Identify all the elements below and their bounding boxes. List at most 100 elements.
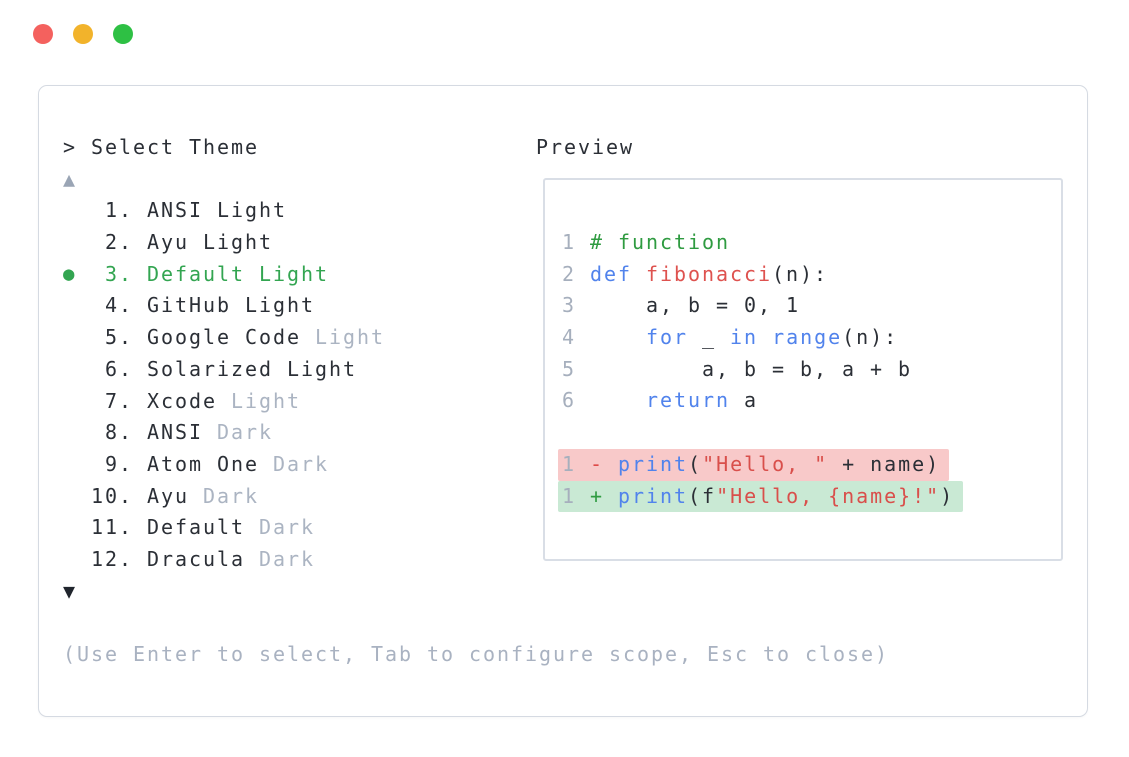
- zoom-window-icon[interactable]: [113, 24, 133, 44]
- code-token: _: [688, 325, 731, 350]
- selected-indicator: [63, 322, 91, 354]
- theme-picker-header: > Select Theme: [63, 132, 889, 164]
- code-token: [590, 325, 646, 349]
- theme-variant: Light: [203, 230, 274, 255]
- line-number: 1: [562, 483, 577, 508]
- code-token: [604, 452, 618, 476]
- code-token: in: [730, 325, 759, 350]
- selected-indicator: [63, 386, 91, 418]
- blank-line: [562, 417, 1061, 449]
- code-token: (n):: [842, 325, 899, 350]
- theme-variant: Dark: [273, 451, 330, 476]
- selected-indicator: [63, 449, 91, 481]
- code-token: fibonacci: [646, 261, 773, 286]
- selected-indicator: [63, 481, 91, 513]
- code-token: a, b = 0, 1: [590, 293, 801, 318]
- scroll-up-icon[interactable]: ▲: [63, 166, 78, 191]
- scroll-down-icon[interactable]: ▼: [63, 578, 78, 603]
- code-token: (f: [688, 483, 717, 508]
- code-token: [590, 388, 646, 412]
- prompt-chevron: >: [63, 135, 78, 159]
- theme-name: Ayu: [147, 483, 190, 508]
- code-line: 4 for _ in range(n):: [562, 322, 1061, 354]
- help-hint: (Use Enter to select, Tab to configure s…: [63, 642, 890, 666]
- code-token: -: [590, 451, 605, 476]
- code-line: 6 return a: [562, 385, 1061, 417]
- theme-variant: Dark: [259, 515, 316, 540]
- code-token: range: [772, 325, 843, 350]
- theme-name: Xcode: [147, 388, 218, 413]
- theme-name: ANSI: [147, 198, 204, 223]
- theme-name: Solarized: [147, 356, 274, 381]
- line-number: 5: [562, 356, 577, 381]
- selected-indicator: [63, 512, 91, 544]
- diff-line-added: 1 + print(f"Hello, {name}!"): [558, 480, 1061, 513]
- code-line: 5 a, b = b, a + b: [562, 354, 1061, 386]
- code-token: [632, 262, 646, 286]
- window-controls: [33, 24, 133, 44]
- selected-indicator: [63, 417, 91, 449]
- theme-variant: Dark: [217, 420, 274, 445]
- code-token: return: [646, 388, 731, 413]
- theme-variant: Light: [259, 261, 330, 286]
- preview-title: Preview: [536, 135, 635, 159]
- theme-variant: Dark: [259, 546, 316, 571]
- theme-variant: Light: [231, 388, 302, 413]
- page-title: Select Theme: [91, 135, 260, 159]
- theme-name: Google Code: [147, 325, 302, 350]
- line-number: 6: [562, 388, 577, 413]
- theme-name: Ayu: [147, 230, 190, 255]
- selected-indicator: [63, 195, 91, 227]
- selected-indicator: [63, 227, 91, 259]
- code-token: ): [940, 483, 955, 508]
- code-token: + name): [828, 451, 941, 476]
- code-token: +: [590, 483, 605, 508]
- code-token: (n):: [772, 261, 829, 286]
- theme-name: ANSI: [147, 420, 204, 445]
- selected-indicator: [63, 290, 91, 322]
- line-number: 4: [562, 325, 577, 350]
- code-token: [604, 484, 618, 508]
- code-token: "Hello, ": [702, 451, 829, 476]
- theme-variant: Light: [217, 198, 288, 223]
- line-number: 2: [562, 261, 577, 286]
- code-token: "Hello, {name}!": [716, 483, 941, 508]
- code-token: a: [730, 388, 759, 413]
- selected-dot-icon: ●: [63, 262, 77, 285]
- code-line: 1 # function: [562, 227, 1061, 259]
- line-number: 1: [562, 230, 577, 254]
- close-window-icon[interactable]: [33, 24, 53, 44]
- code-token: # function: [590, 230, 731, 254]
- code-token: print: [618, 451, 689, 476]
- line-number: 1: [562, 451, 577, 476]
- theme-variant: Light: [245, 293, 316, 318]
- code-token: [758, 325, 772, 349]
- minimize-window-icon[interactable]: [73, 24, 93, 44]
- theme-variant: Light: [315, 325, 386, 350]
- theme-variant: Dark: [203, 483, 260, 508]
- code-token: (: [688, 451, 703, 476]
- theme-name: Default: [147, 515, 246, 540]
- theme-name: Default: [147, 261, 246, 286]
- theme-variant: Light: [287, 356, 358, 381]
- code-token: print: [618, 483, 689, 508]
- selected-indicator: [63, 544, 91, 576]
- code-token: a, b = b, a + b: [590, 356, 913, 381]
- diff-line-removed: 1- print("Hello, " + name): [558, 448, 1061, 481]
